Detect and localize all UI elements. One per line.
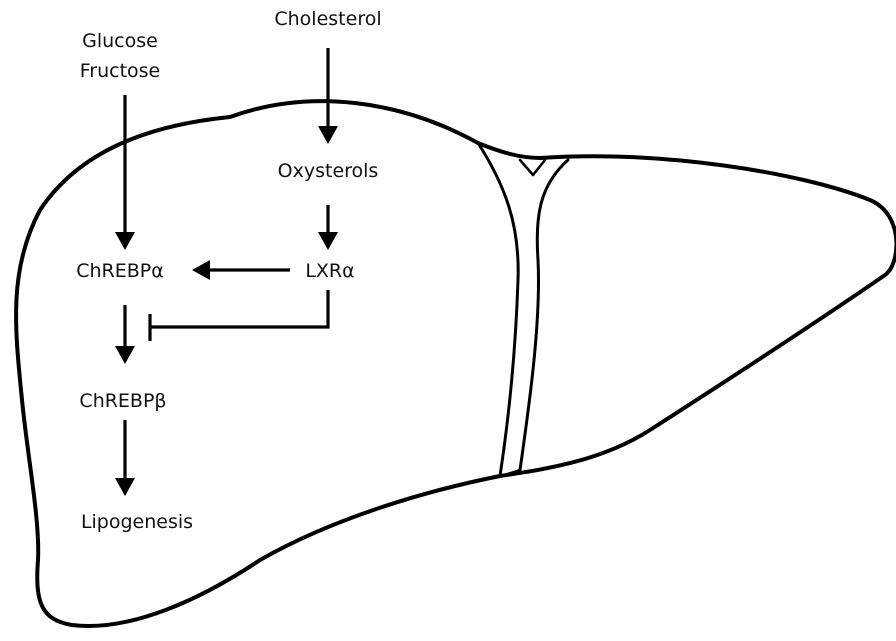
label-lxr-alpha: LXRα — [305, 260, 354, 282]
arrowhead-sugars-to-chrebp-alpha — [115, 232, 135, 250]
label-cholesterol: Cholesterol — [274, 8, 381, 30]
label-glucose: Glucose — [82, 30, 158, 52]
arrowhead-oxysterols-to-lxr-alpha — [318, 232, 338, 250]
liver-outline — [16, 101, 896, 626]
liver-notch — [520, 160, 545, 175]
arrowhead-lxr-alpha-to-chrebp-alpha — [192, 260, 210, 280]
label-fructose: Fructose — [80, 60, 161, 82]
arrowhead-cholesterol-to-oxysterols — [318, 126, 338, 144]
arrowhead-chrebp-beta-to-lipogenesis — [115, 478, 135, 496]
inhibition-lxr-alpha — [150, 290, 328, 327]
lobe-division-right — [520, 160, 568, 470]
lobe-division-left — [478, 143, 518, 476]
label-oxysterols: Oxysterols — [278, 160, 379, 182]
label-chrebp-beta: ChREBPβ — [79, 390, 166, 412]
liver-outer-contour — [16, 101, 896, 626]
label-chrebp-alpha: ChREBPα — [76, 260, 164, 282]
label-lipogenesis: Lipogenesis — [81, 511, 193, 533]
arrowhead-chrebp-alpha-to-chrebp-beta — [115, 346, 135, 364]
